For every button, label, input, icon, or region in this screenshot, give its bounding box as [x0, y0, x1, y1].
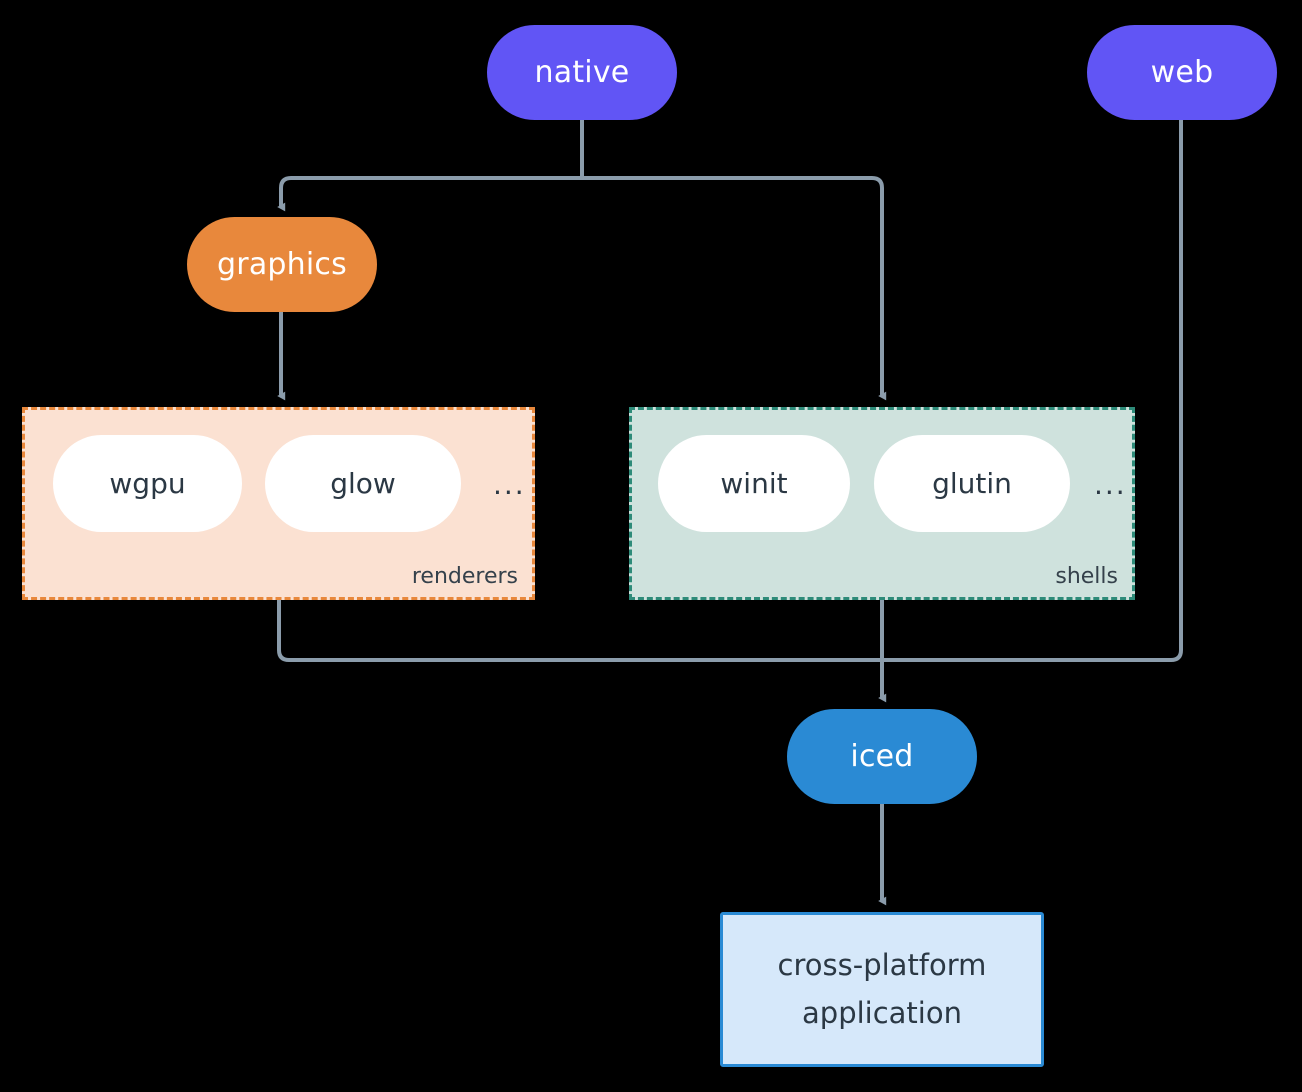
- node-winit[interactable]: winit: [658, 435, 850, 532]
- node-native[interactable]: native: [487, 25, 677, 120]
- node-glutin-label: glutin: [932, 467, 1012, 500]
- cluster-shells-label: shells: [1055, 564, 1118, 589]
- node-iced[interactable]: iced: [787, 709, 977, 804]
- cluster-renderers: wgpu glow ... renderers: [22, 407, 535, 600]
- cluster-renderers-label: renderers: [411, 564, 518, 589]
- edge-web-to-iced: [882, 120, 1183, 662]
- node-graphics-label: graphics: [217, 247, 347, 282]
- edge-renderers-to-iced: [277, 600, 882, 662]
- edge-native-to-graphics: [277, 176, 582, 212]
- node-native-label: native: [534, 55, 630, 90]
- node-cross-platform-application[interactable]: cross-platform application: [720, 912, 1044, 1067]
- renderers-more-ellipsis: ...: [493, 468, 526, 501]
- edge-native-to-shells: [582, 176, 887, 401]
- node-web-label: web: [1150, 55, 1214, 90]
- node-graphics[interactable]: graphics: [187, 217, 377, 312]
- application-label-line-1: cross-platform: [777, 947, 987, 982]
- node-glutin[interactable]: glutin: [874, 435, 1070, 532]
- cluster-shells: winit glutin ... shells: [629, 407, 1135, 600]
- node-iced-label: iced: [850, 739, 914, 774]
- application-label-line-2: application: [802, 995, 962, 1030]
- shells-more-ellipsis: ...: [1094, 468, 1127, 501]
- node-wgpu-label: wgpu: [109, 467, 186, 500]
- node-wgpu[interactable]: wgpu: [53, 435, 242, 532]
- node-web[interactable]: web: [1087, 25, 1277, 120]
- node-glow[interactable]: glow: [265, 435, 461, 532]
- node-glow-label: glow: [330, 467, 396, 500]
- node-winit-label: winit: [720, 467, 788, 500]
